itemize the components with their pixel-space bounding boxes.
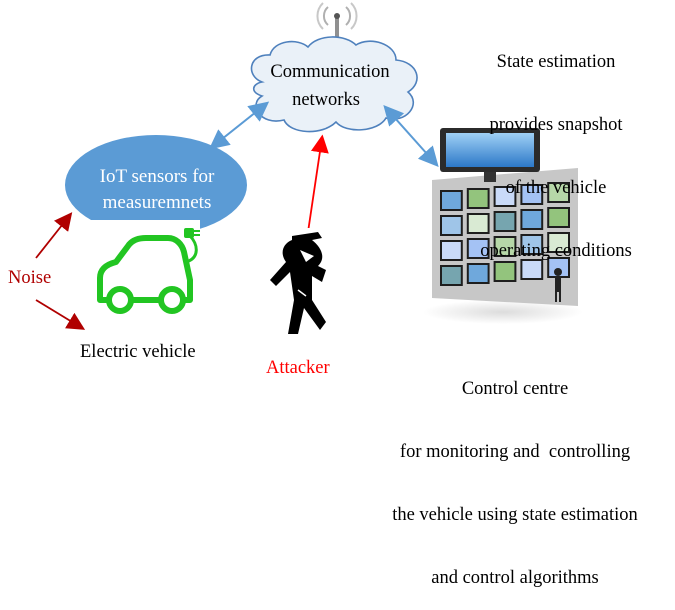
state-estimation-line: State estimation — [496, 52, 616, 72]
video-wall-tile-screen — [468, 190, 488, 207]
noise-arrow-to-sensors — [35, 212, 73, 259]
video-wall-tile-screen — [442, 242, 461, 259]
electric-vehicle-label: Electric vehicle — [80, 342, 196, 362]
video-wall-tile-screen — [522, 261, 542, 278]
iot-ev-attack-diagram: Communication networks IoT sensors for m… — [8, 2, 666, 588]
noise-label: Noise — [8, 268, 52, 288]
video-wall-tile-screen — [442, 192, 461, 209]
iot-label-line2: measuremnets — [103, 192, 212, 213]
control-centre-line: the vehicle using state estimation — [392, 505, 638, 525]
control-centre-line: Control centre — [461, 379, 569, 399]
video-wall-tile-screen — [549, 209, 568, 226]
iot-cloud-link-arrow — [208, 101, 270, 150]
video-wall-tile-screen — [549, 184, 568, 201]
video-wall-tile-screen — [495, 238, 515, 255]
iot-sensors-ellipse — [65, 135, 247, 235]
video-wall-tile-screen — [495, 188, 515, 205]
video-wall-tile-screen — [495, 213, 515, 230]
state-estimation-line: provides snapshot — [489, 115, 623, 135]
attack-arrow — [307, 134, 329, 233]
control-room-video-wall-icon — [423, 128, 583, 324]
noise-arrow-to-vehicle — [35, 299, 86, 330]
video-wall-tile-screen — [549, 259, 568, 276]
electric-car-icon — [90, 220, 200, 330]
video-wall-tile-screen — [468, 265, 488, 282]
video-wall-tile-screen — [522, 211, 542, 228]
cloud-control-centre-link-arrow — [383, 105, 439, 167]
control-centre-line: for monitoring and controlling — [399, 442, 631, 462]
hacker-silhouette-icon — [264, 228, 334, 338]
communication-network-cloud — [250, 36, 418, 133]
video-wall-tile-screen — [468, 240, 488, 257]
state-estimation-line: of the vehicle — [505, 178, 607, 198]
cloud-label-line1: Communication — [270, 62, 389, 82]
video-wall-tile-screen — [468, 215, 488, 232]
state-estimation-text: State estimation provides snapshot of th… — [446, 10, 666, 283]
control-centre-line: and control algorithms — [431, 568, 599, 588]
state-estimation-line: operating conditions — [480, 241, 632, 261]
video-wall-tile-screen — [522, 236, 542, 253]
attacker-label: Attacker — [266, 358, 330, 378]
video-wall-tile-screen — [442, 217, 461, 234]
video-wall-tile-screen — [522, 186, 542, 203]
cloud-label-line2: networks — [292, 90, 360, 110]
control-centre-text: Control centre for monitoring and contro… — [360, 337, 670, 610]
video-wall-tile-screen — [442, 267, 461, 284]
iot-label-line1: IoT sensors for — [100, 166, 215, 187]
video-wall-tile-screen — [549, 234, 568, 251]
video-wall-tile-screen — [495, 263, 515, 280]
